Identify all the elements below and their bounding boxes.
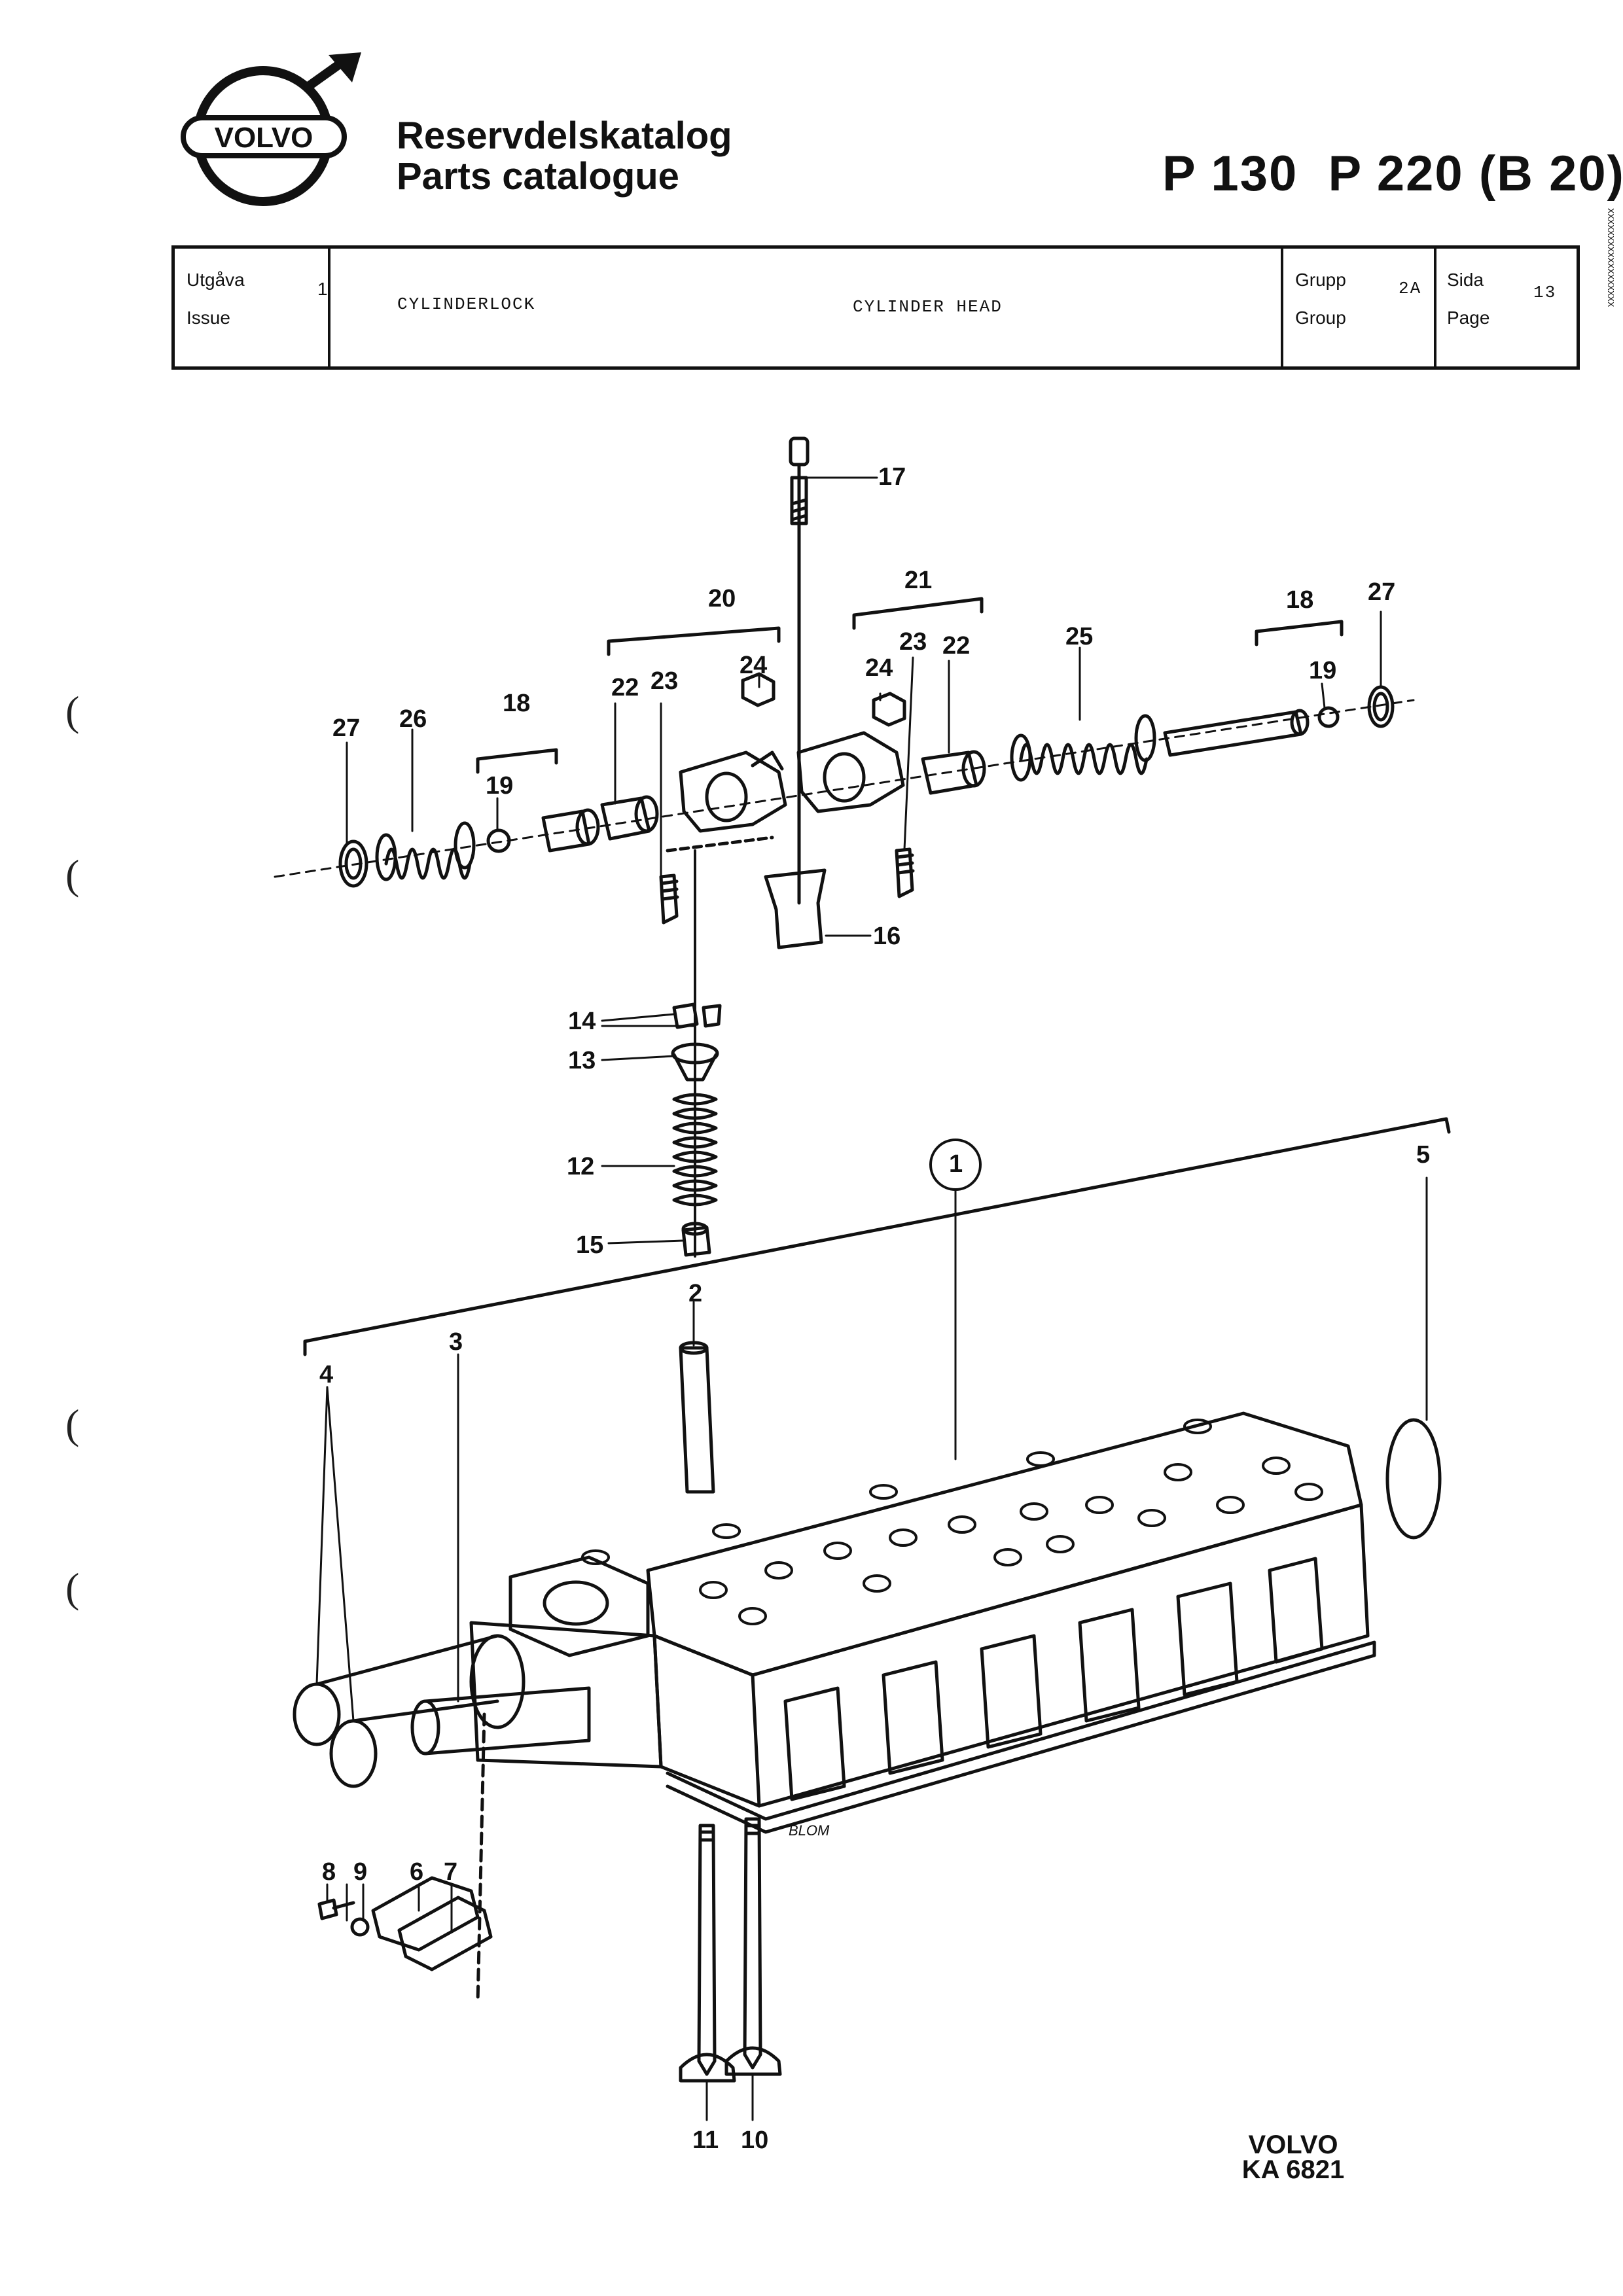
spring-25 [1010, 714, 1156, 782]
section-name-en: CYLINDER HEAD [853, 297, 1003, 317]
callout-23-right: 23 [899, 628, 927, 656]
callout-25: 25 [1065, 623, 1094, 650]
svg-text:BLOM: BLOM [789, 1822, 830, 1839]
binding-mark: ( [65, 1401, 80, 1447]
callout-19-right: 19 [1309, 657, 1337, 684]
callout-16: 16 [873, 923, 901, 950]
callout-7: 7 [444, 1858, 458, 1886]
binding-mark: ( [65, 688, 80, 734]
callout-12: 12 [567, 1153, 595, 1180]
callout-8: 8 [322, 1858, 336, 1886]
spring-26 [375, 821, 476, 881]
title-sv: Reservdelskatalog [397, 115, 732, 157]
volvo-logo: VOLVO [171, 52, 368, 209]
callout-11: 11 [692, 2127, 719, 2154]
callout-24-left: 24 [740, 652, 768, 679]
callout-14: 14 [568, 1008, 596, 1035]
page-value: 13 [1533, 283, 1557, 302]
callout-21: 21 [904, 567, 933, 594]
group-label-en: Group [1295, 308, 1346, 328]
page-label-en: Page [1447, 308, 1490, 328]
callout-24-right: 24 [865, 654, 893, 682]
group-label-sv: Grupp [1295, 270, 1346, 290]
callout-20: 20 [708, 585, 736, 612]
callout-15: 15 [576, 1231, 604, 1259]
model-codes: P 130 P 220 (B 20) [1162, 146, 1623, 202]
logo-brand-text: VOLVO [215, 122, 313, 154]
title-en: Parts catalogue [397, 155, 679, 198]
footer-brand: VOLVO [1248, 2130, 1338, 2159]
section-name-sv: CYLINDERLOCK [397, 294, 536, 314]
callout-26: 26 [399, 705, 427, 733]
callout-18-right: 18 [1286, 586, 1314, 614]
callout-3: 3 [449, 1328, 463, 1356]
callout-19-left: 19 [486, 772, 514, 800]
callout-22-right: 22 [942, 632, 971, 660]
volvo-emblem-icon: VOLVO [181, 52, 361, 206]
page-label-sv: Sida [1447, 270, 1484, 290]
binding-mark: ( [65, 1564, 80, 1611]
callout-18-left: 18 [503, 690, 531, 717]
callout-6: 6 [410, 1858, 424, 1886]
footer-code: KA 6821 [1241, 2155, 1345, 2184]
callout-27-left: 27 [332, 715, 361, 742]
binding-mark: ( [65, 851, 80, 898]
callout-23-left: 23 [651, 667, 679, 695]
issue-label-en: Issue [187, 308, 230, 328]
callout-27-right: 27 [1368, 578, 1396, 606]
callout-17: 17 [878, 463, 906, 491]
callout-9: 9 [353, 1858, 368, 1886]
spring-12 [672, 1093, 718, 1207]
callout-1: 1 [949, 1150, 963, 1178]
cylinder-head-body [293, 1411, 1442, 1834]
callout-5: 5 [1416, 1141, 1431, 1169]
info-box: Utgåva Issue 1 CYLINDERLOCK CYLINDER HEA… [171, 245, 1580, 370]
issue-value: 1 [317, 279, 328, 299]
callout-4: 4 [319, 1361, 334, 1388]
side-code: XXXXXXXXXXXXXXXXXX [1605, 208, 1615, 308]
group-value: 2A [1399, 279, 1422, 298]
callout-13: 13 [568, 1047, 596, 1074]
callout-22-left: 22 [611, 674, 639, 701]
callout-2: 2 [688, 1280, 703, 1307]
callout-10: 10 [741, 2127, 769, 2154]
issue-label-sv: Utgåva [187, 270, 245, 290]
